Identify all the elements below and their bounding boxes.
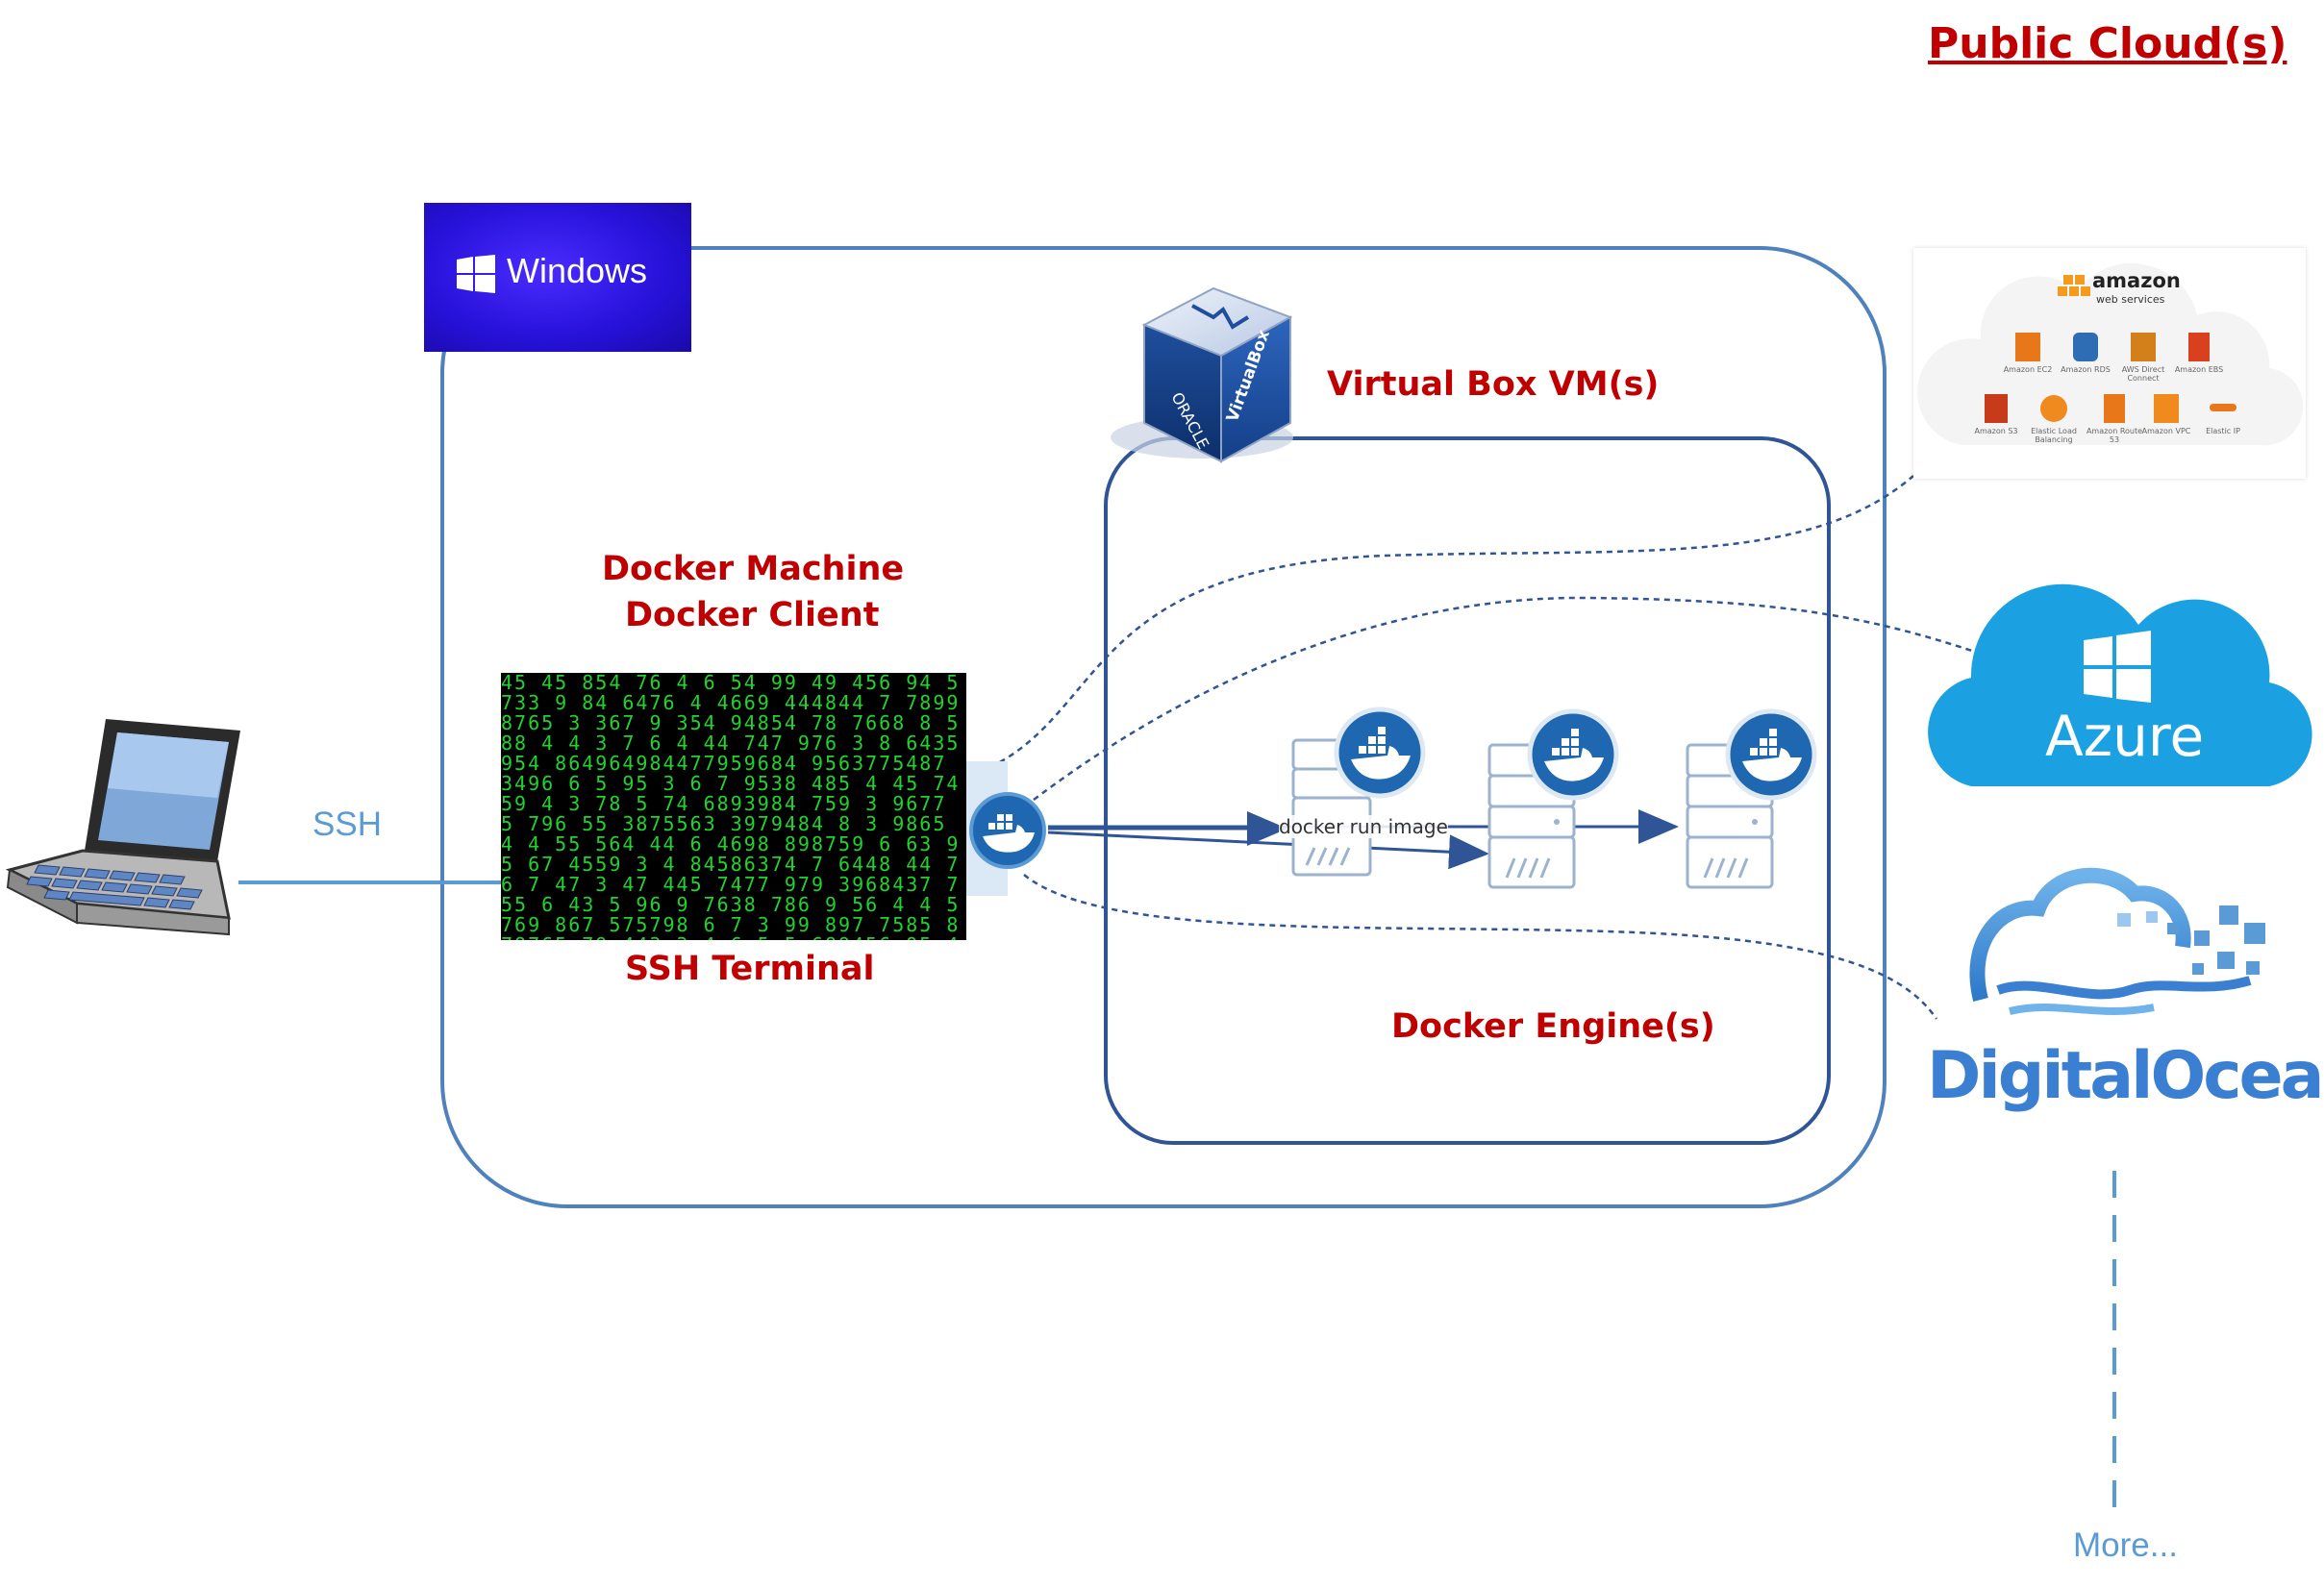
aws-service-label: Elastic Load Balancing <box>2031 427 2077 444</box>
aws-cubes-icon <box>2058 275 2090 296</box>
aws-cloud-shape <box>1917 262 2304 446</box>
digitalocean-logo-icon <box>1969 867 2265 1015</box>
docker-run-label: docker run image <box>1279 815 1448 838</box>
laptop-icon <box>5 719 240 936</box>
windows-tile: Windows <box>424 203 691 352</box>
docker-machine-label: Docker Machine <box>602 550 905 588</box>
ssh-terminal-label: SSH Terminal <box>625 950 875 988</box>
aws-service-label: Amazon VPC <box>2141 427 2191 435</box>
virtualbox-label: Virtual Box VM(s) <box>1327 365 1660 404</box>
aws-service-label: Amazon S3 <box>1974 427 2018 435</box>
link-to-azure <box>1033 596 1982 801</box>
virtualbox-cube-icon: ORACLE VirtualBox <box>1111 286 1293 463</box>
aws-service-label: Amazon EC2 <box>2003 365 2053 374</box>
aws-service-label: AWS Direct Connect <box>2121 365 2165 383</box>
aws-cloud-card: amazon web services Amazon EC2 Amazon RD… <box>1913 248 2306 479</box>
page-title: Public Cloud(s) <box>1928 19 2287 68</box>
docker-whale-icon <box>1334 707 1426 799</box>
docker-engines-label: Docker Engine(s) <box>1391 1007 1715 1046</box>
aws-service-label: Elastic IP <box>2206 427 2240 435</box>
aws-service-label: Amazon Route 53 <box>2086 427 2143 444</box>
aws-brand: amazon <box>2092 269 2181 292</box>
windows-logo-icon <box>457 255 495 293</box>
docker-client-icon <box>969 792 1046 869</box>
aws-brand-sub: web services <box>2096 293 2165 306</box>
windows-label: Windows <box>507 251 648 290</box>
more-label: More... <box>2073 1526 2178 1564</box>
azure-label: Azure <box>2045 704 2205 769</box>
vm-frame <box>1104 436 1831 1145</box>
digitalocean-label: DigitalOcean <box>1927 1038 2324 1114</box>
ssh-terminal-screen: 45 45 854 76 4 6 54 99 49 456 94 5 733 9… <box>501 673 966 940</box>
aws-service-icons <box>1985 333 2237 423</box>
host-frame <box>440 246 1887 1208</box>
link-to-digitalocean <box>1023 874 1938 1020</box>
docker-run-arrow-2 <box>1047 831 1489 870</box>
ssh-label: SSH <box>312 806 382 843</box>
aws-service-label: Amazon RDS <box>2061 365 2111 374</box>
docker-whale-icon <box>1725 708 1817 801</box>
aws-service-label: Amazon EBS <box>2174 365 2224 374</box>
link-to-aws <box>989 475 1914 769</box>
docker-client-label: Docker Client <box>625 596 880 634</box>
azure-cloud-icon <box>1928 583 2312 786</box>
docker-whale-icon <box>1527 708 1619 801</box>
